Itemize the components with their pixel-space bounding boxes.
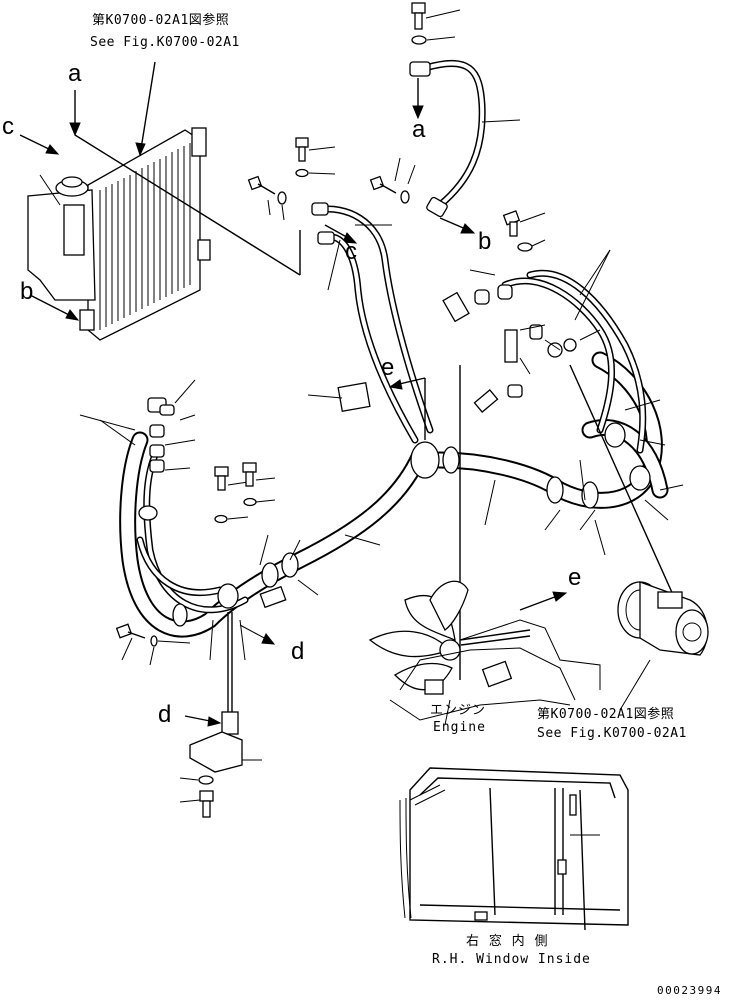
view-arrows-e (307, 365, 568, 680)
engine-caption-jp: エンジン (430, 703, 487, 718)
view-letter-c-mid: c (345, 238, 357, 265)
compressor-unit (617, 581, 709, 711)
view-letter-b-left: b (20, 278, 34, 305)
leader-lines (19, 61, 301, 321)
ref-compressor-en: See Fig.K0700-02A1 (537, 726, 687, 741)
ref-top-left-en: See Fig.K0700-02A1 (90, 35, 240, 50)
hose-assembly (119, 202, 669, 638)
view-letter-e-mid: e (381, 354, 395, 381)
view-letter-b-right: b (478, 228, 492, 255)
fittings-group-left (79, 379, 196, 473)
view-letter-a-left: a (68, 60, 82, 87)
condenser-unit (27, 127, 211, 341)
engine-fan-view (368, 580, 601, 726)
fittings-group-right (442, 249, 701, 656)
cab-window-view (399, 767, 629, 931)
window-caption-jp: 右 窓 内 側 (466, 934, 549, 949)
fittings-group-middle (214, 462, 381, 596)
fittings-group-lower (115, 612, 276, 818)
window-caption-en: R.H. Window Inside (432, 952, 591, 967)
engine-caption-en: Engine (433, 720, 486, 735)
view-letter-d-left: d (158, 701, 172, 728)
ref-compressor-jp: 第K0700-02A1図参照 (537, 707, 675, 722)
view-letter-d-right: d (291, 638, 305, 665)
top-hose (409, 59, 521, 218)
ref-top-left-jp: 第K0700-02A1図参照 (92, 13, 230, 28)
view-letter-c-left: c (2, 113, 14, 140)
fittings-group-top (247, 2, 546, 252)
view-letter-e-lower: e (568, 564, 582, 591)
view-letter-a-right: a (412, 116, 426, 143)
drawing-number: 00023994 (657, 984, 722, 997)
